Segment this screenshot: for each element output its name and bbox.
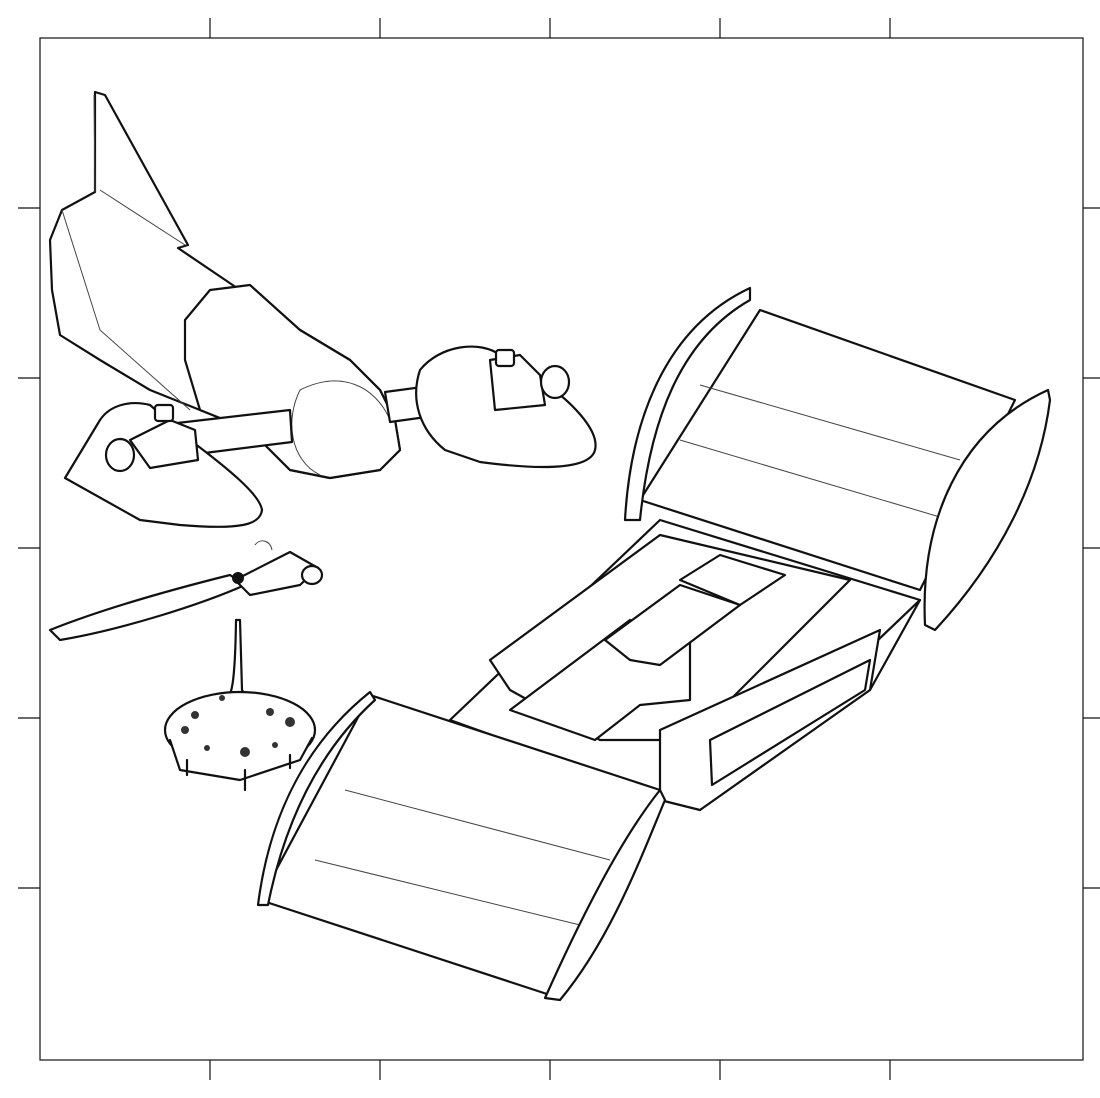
- lower-scoop-part: [256, 690, 667, 1002]
- nacelle-assembly: [63, 345, 597, 528]
- frame-border: [39, 37, 1084, 1061]
- upper-scoop-part: [623, 286, 1052, 632]
- frame-ticks: [18, 18, 1100, 1080]
- mount-disc-part: [163, 618, 317, 792]
- left-pod-knob: [153, 403, 175, 423]
- upper-scoop-left-side: [623, 286, 752, 522]
- propeller-part: [48, 540, 324, 642]
- lower-scoop-right-side: [543, 788, 667, 1002]
- tray-body-part: [448, 518, 922, 812]
- drawing-frame: [18, 18, 1100, 1080]
- right-pod-knob: [494, 348, 516, 368]
- upper-scoop-right-side: [923, 388, 1052, 632]
- lower-scoop-left-side: [256, 690, 377, 907]
- fuselage-part: [48, 90, 402, 480]
- tray-button-1: [603, 583, 742, 667]
- tray-button-2: [678, 553, 787, 607]
